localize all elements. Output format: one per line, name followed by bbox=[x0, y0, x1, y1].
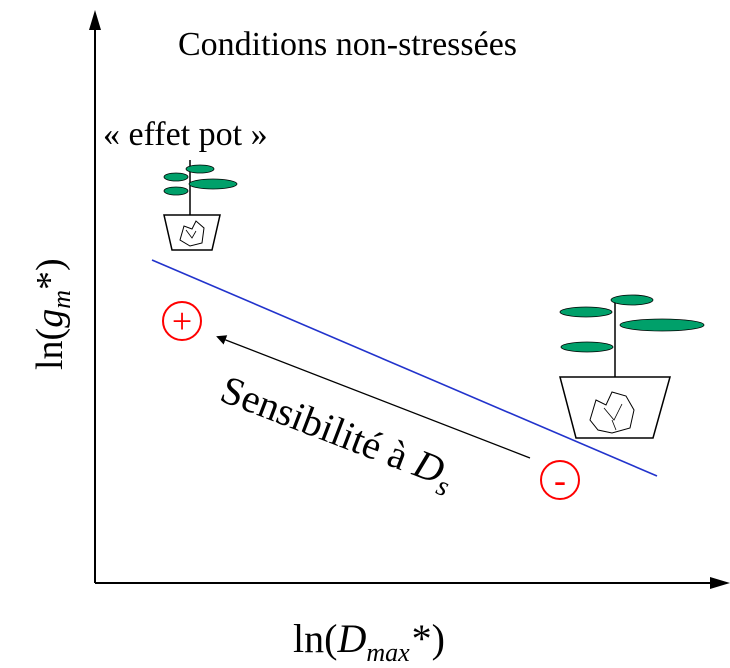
large-potted-plant-icon bbox=[559, 294, 705, 439]
diagram-title: Conditions non-stressées bbox=[178, 26, 517, 63]
sensitivity-arrow bbox=[216, 335, 531, 459]
axes bbox=[89, 10, 730, 589]
trend-line bbox=[151, 259, 658, 477]
plus-marker: + bbox=[162, 301, 202, 341]
plus-symbol: + bbox=[172, 301, 192, 341]
sensitivity-label: Sensibilité à Ds bbox=[212, 366, 461, 503]
pot-effect-label: « effet pot » bbox=[103, 116, 268, 153]
minus-marker: - bbox=[540, 460, 580, 500]
y-axis-label: ln(gm*) bbox=[29, 258, 76, 370]
y-axis-arrowhead bbox=[89, 10, 101, 30]
small-potted-plant-icon bbox=[163, 160, 238, 251]
x-axis-arrowhead bbox=[710, 577, 730, 589]
minus-symbol: - bbox=[554, 460, 566, 500]
x-axis-label: ln(Dmax*) bbox=[293, 616, 445, 667]
